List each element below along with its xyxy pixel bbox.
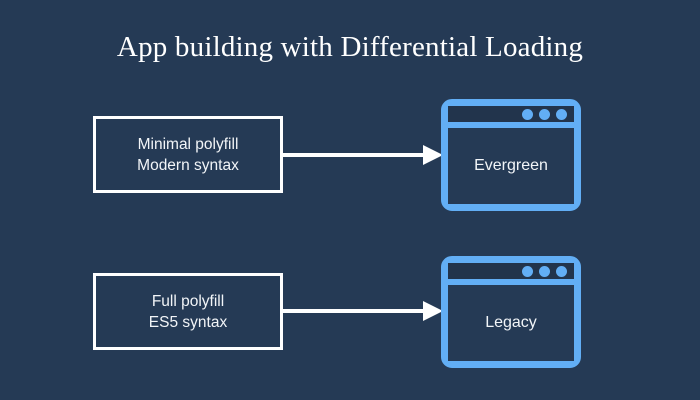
window-dot-icon [522,108,533,120]
window-dot-icon [522,265,533,277]
browser-label-evergreen: Evergreen [474,157,548,174]
arrow-head-icon [423,301,443,321]
window-dot-icon [556,108,567,120]
source-box-legacy-line-2: ES5 syntax [148,313,228,331]
arrow-shaft-icon [283,153,425,157]
arrow-shaft-icon [283,309,425,313]
window-dot-icon [539,108,550,120]
arrow-modern-to-evergreen [283,143,443,167]
arrow-head-icon [423,145,443,165]
browser-window-evergreen: Evergreen [441,99,581,211]
browser-label-legacy: Legacy [485,314,537,331]
source-box-legacy-line-1: Full polyfill [151,292,225,310]
browser-viewport-evergreen: Evergreen [448,128,574,204]
arrow-legacy-to-legacy-browser [283,299,443,323]
source-box-modern-line-1: Minimal polyfill [137,135,239,153]
window-dot-icon [556,265,567,277]
browser-viewport-legacy: Legacy [448,285,574,361]
page-title: App building with Differential Loading [116,31,584,63]
source-box-modern: Minimal polyfill Modern syntax [93,116,283,193]
source-box-modern-line-2: Modern syntax [137,156,239,174]
browser-titlebar-legacy [448,263,574,285]
window-dot-icon [539,265,550,277]
source-box-legacy: Full polyfill ES5 syntax [93,273,283,350]
browser-window-legacy: Legacy [441,256,581,368]
browser-titlebar-evergreen [448,106,574,128]
